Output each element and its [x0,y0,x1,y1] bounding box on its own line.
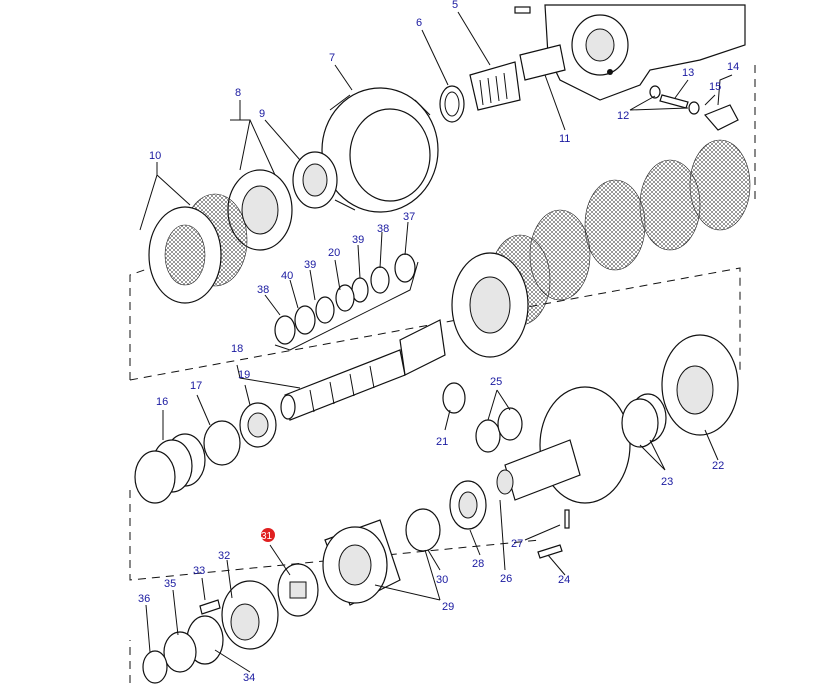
clutch-drum [321,87,439,213]
callout-21[interactable]: 21 [436,436,448,448]
callout-39-upper[interactable]: 39 [352,234,364,246]
callout-15[interactable]: 15 [709,81,721,93]
callout-6[interactable]: 6 [416,17,422,29]
callout-12[interactable]: 12 [617,110,629,122]
callout-39-lower[interactable]: 39 [304,259,316,271]
callout-23[interactable]: 23 [661,476,673,488]
callout-33[interactable]: 33 [193,565,205,577]
callout-9[interactable]: 9 [259,108,265,120]
callout-11[interactable]: 11 [559,133,570,145]
seal-rings [274,253,419,351]
callout-36[interactable]: 36 [138,593,150,605]
callout-26[interactable]: 26 [500,573,512,585]
callout-18[interactable]: 18 [231,343,243,355]
ring [497,407,523,441]
callout-32[interactable]: 32 [218,550,230,562]
callout-5[interactable]: 5 [452,0,458,11]
callout-20[interactable]: 20 [328,247,340,259]
carrier-housing [322,508,441,606]
callout-10[interactable]: 10 [149,150,161,162]
bolts [537,509,570,559]
main-shaft [280,319,446,421]
callout-37[interactable]: 37 [403,211,415,223]
callout-25[interactable]: 25 [490,376,502,388]
callout-38-lower[interactable]: 38 [257,284,269,296]
circlip [442,382,466,414]
circlip [439,85,465,123]
callout-8[interactable]: 8 [235,87,241,99]
highlight-marker [261,528,275,542]
ring [475,419,501,453]
callout-30[interactable]: 30 [436,574,448,586]
callout-40[interactable]: 40 [281,270,293,282]
callout-16[interactable]: 16 [156,396,168,408]
callout-38-upper[interactable]: 38 [377,223,389,235]
fittings [649,85,739,131]
callout-7[interactable]: 7 [329,52,335,64]
callout-27[interactable]: 27 [511,538,523,550]
clutch-plates-right [451,139,751,358]
callout-19[interactable]: 19 [238,369,250,381]
callout-29[interactable]: 29 [442,601,454,613]
assembly-guide-lines [129,65,756,683]
callout-34[interactable]: 34 [243,672,255,684]
callout-14[interactable]: 14 [727,61,739,73]
callout-22[interactable]: 22 [712,460,724,472]
brake-disc [621,334,739,448]
output-flange [496,386,631,504]
callout-labels: 5 6 7 8 9 10 11 12 13 14 15 16 17 18 19 … [138,0,739,684]
callout-35[interactable]: 35 [164,578,176,590]
callout-17[interactable]: 17 [190,380,202,392]
clutch-plates-left [148,193,248,304]
callout-28[interactable]: 28 [472,558,484,570]
bearing-set-left [134,402,277,504]
leader-lines [139,11,733,673]
output-parts [142,563,319,684]
input-shaft [469,44,566,111]
transmission-housing [514,4,746,101]
callout-24[interactable]: 24 [558,574,570,586]
callout-31[interactable]: 31 [261,531,273,542]
callout-13[interactable]: 13 [682,67,694,79]
